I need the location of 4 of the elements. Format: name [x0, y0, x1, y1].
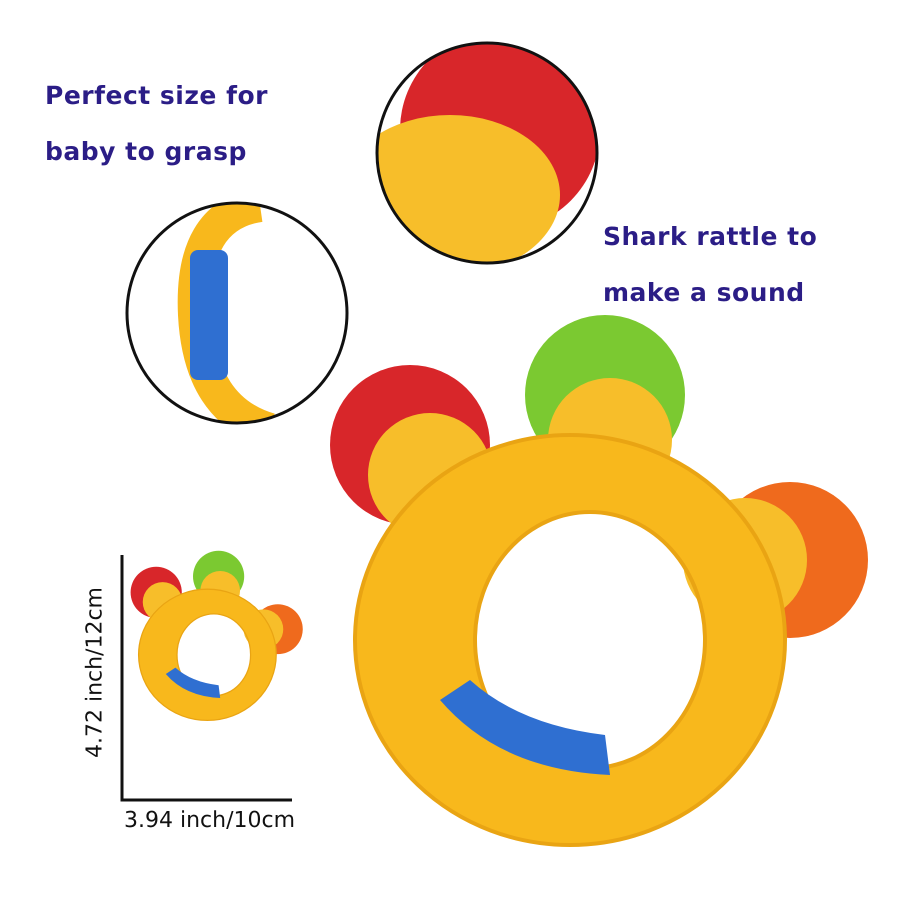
feature-note: Perfect size for baby to grasp: [45, 80, 269, 168]
dimension-label: 4.72 inch/12cm: [82, 586, 108, 760]
feature-note: Shark rattle to make a sound: [603, 221, 818, 309]
dimension-label: 3.94 inch/10cm: [124, 808, 296, 833]
